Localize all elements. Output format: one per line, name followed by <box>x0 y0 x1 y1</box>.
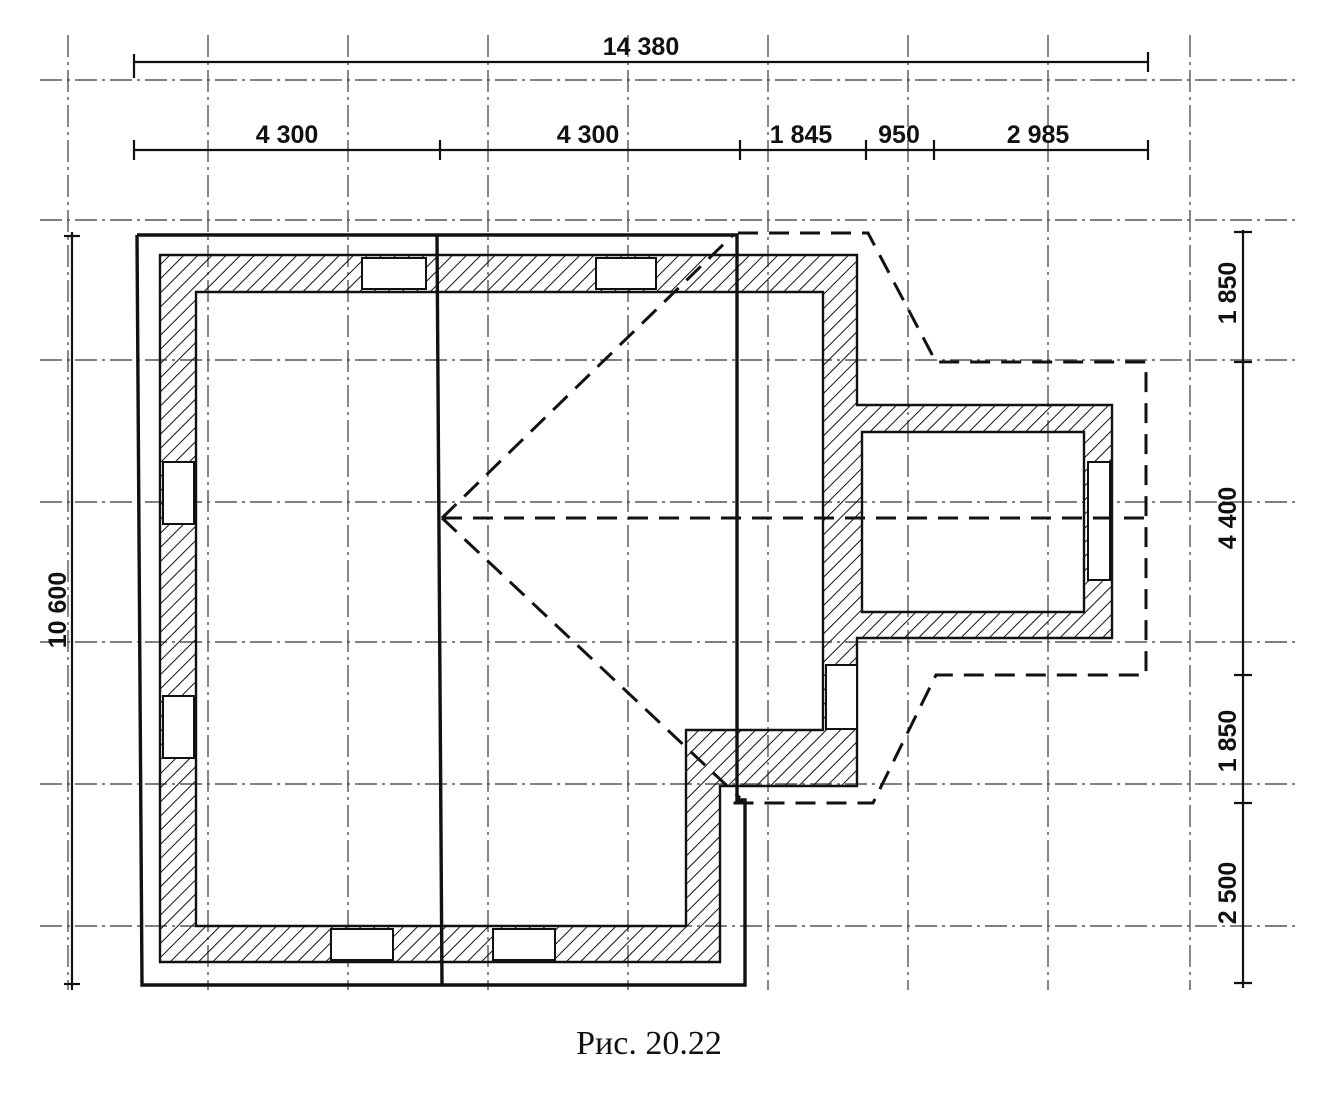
dim-segment-1-label: 4 300 <box>256 121 319 149</box>
dim-overall-width-label: 14 380 <box>603 33 679 61</box>
dim-right-2-label: 4 400 <box>1214 487 1242 550</box>
dim-segment-3-label: 1 845 <box>770 121 833 149</box>
dim-right-1-label: 1 850 <box>1214 262 1242 325</box>
dim-segment-4-label: 950 <box>878 121 920 149</box>
window-top-2 <box>595 257 657 290</box>
walls <box>158 253 1114 964</box>
window-top-1 <box>361 257 427 290</box>
dim-right-3-label: 1 850 <box>1214 710 1242 773</box>
roof-projection-dashed <box>440 231 1148 805</box>
dimension-overall-height: 10 600 <box>44 232 80 990</box>
window-annex <box>1087 461 1111 581</box>
dim-right-4-label: 2 500 <box>1214 862 1242 925</box>
wall-openings <box>162 257 1111 961</box>
dimension-overall-width: 14 380 <box>132 33 1150 78</box>
door-right <box>825 664 858 730</box>
dimension-right-segments: 1 850 4 400 1 850 2 500 <box>1214 230 1252 988</box>
window-bottom-1 <box>330 928 394 961</box>
dim-segment-2-label: 4 300 <box>557 121 620 149</box>
dimension-segments: 4 300 4 300 1 845 950 2 985 <box>132 121 1150 160</box>
roof-outline <box>135 233 747 987</box>
window-left-1 <box>162 461 195 525</box>
figure-caption: Рис. 20.22 <box>576 1025 722 1062</box>
window-bottom-2 <box>492 928 556 961</box>
axis-grid <box>40 35 1300 990</box>
dim-overall-height-label: 10 600 <box>44 572 72 648</box>
dim-segment-5-label: 2 985 <box>1007 121 1070 149</box>
window-left-2 <box>162 695 195 759</box>
